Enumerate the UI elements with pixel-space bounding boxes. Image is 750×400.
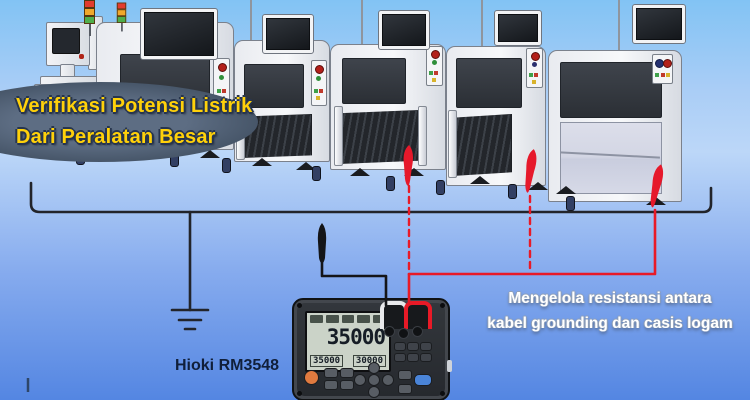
- title-bubble: [0, 82, 258, 162]
- source-terminal: [404, 301, 432, 329]
- machine-foot: [252, 158, 272, 166]
- dpad-up-button: [368, 362, 380, 374]
- machine-monitor: [378, 10, 430, 50]
- meter-button: [420, 353, 432, 362]
- machine-door: [560, 122, 662, 194]
- lcd-main-reading: 35000: [326, 325, 386, 349]
- meter-button: [407, 353, 419, 362]
- machine-foot: [436, 180, 445, 195]
- note-line-2: kabel grounding dan casis logam: [487, 315, 733, 332]
- start-button-icon: [432, 60, 437, 65]
- stack-light-icon: [116, 2, 127, 32]
- dpad-center-button: [368, 374, 380, 386]
- machine-control-panel: [526, 48, 543, 88]
- dpad-left-button: [354, 374, 366, 386]
- title-line-2: Dari Peralatan Besar: [16, 126, 216, 148]
- meter-button: [398, 384, 412, 394]
- machine-foot: [386, 176, 395, 191]
- stop-button-icon: [531, 52, 540, 61]
- dpad-down-button: [368, 386, 380, 398]
- machine-foot: [404, 168, 424, 176]
- stop-button-icon: [663, 59, 672, 68]
- machine-monitor: [140, 8, 218, 60]
- workstation-screen: [52, 28, 80, 54]
- machine-foot: [470, 176, 490, 184]
- test-probe-black-icon: [317, 223, 327, 263]
- machine-foot: [200, 150, 220, 158]
- machine-monitor: [494, 10, 542, 46]
- machine-feeder-bay: [338, 110, 420, 164]
- smt-machine-2: [234, 40, 330, 162]
- oven-machine-5: [548, 50, 682, 202]
- antenna-pole-icon: [250, 0, 252, 44]
- machine-feeder-bay: [452, 114, 512, 176]
- machine-window: [456, 58, 522, 108]
- machine-monitor: [262, 14, 314, 54]
- machine-control-panel: [426, 46, 443, 86]
- power-led-icon: [79, 54, 84, 59]
- earth-ground-icon: [170, 210, 210, 331]
- machine-foot: [296, 162, 316, 170]
- meter-button: [324, 380, 338, 390]
- meter-button: [340, 368, 354, 378]
- smt-machine-3: [330, 44, 446, 170]
- antenna-pole-icon: [618, 0, 620, 56]
- lcd-status-icons: [310, 315, 386, 323]
- stop-button-icon: [218, 63, 227, 72]
- meter-button: [420, 342, 432, 351]
- note-line-1: Mengelola resistansi antara: [508, 290, 712, 307]
- stack-light-icon: [84, 0, 95, 36]
- antenna-pole-icon: [481, 0, 483, 50]
- resistance-meter: 35000 35000 30000: [292, 298, 452, 400]
- dpad-right-button: [382, 374, 394, 386]
- meter-button: [394, 353, 406, 362]
- machine-window: [560, 62, 662, 118]
- meter-button: [394, 342, 406, 351]
- antenna-pole-icon: [361, 0, 363, 48]
- machine-foot: [566, 196, 575, 211]
- start-button-icon: [219, 75, 224, 80]
- power-button: [304, 370, 319, 385]
- meter-lcd: 35000 35000 30000: [305, 311, 391, 372]
- meter-button: [398, 370, 412, 380]
- machine-foot: [312, 166, 321, 181]
- machine-window: [342, 58, 406, 104]
- smt-machine-4: [446, 46, 546, 186]
- meter-button: [324, 368, 338, 378]
- meter-button: [407, 342, 419, 351]
- start-button-icon: [316, 76, 321, 81]
- title-line-1: Verifikasi Potensi Listrik: [16, 95, 253, 117]
- machine-window: [244, 64, 304, 108]
- meter-button: [340, 380, 354, 390]
- lcd-sub-reading-left: 35000: [310, 355, 344, 367]
- machine-control-panel: [311, 60, 327, 106]
- machine-foot: [222, 158, 231, 173]
- machine-monitor: [632, 4, 686, 44]
- machine-foot: [350, 168, 370, 176]
- mode-button-icon: [532, 62, 537, 67]
- stop-button-icon: [315, 65, 324, 74]
- stop-button-icon: [431, 50, 440, 59]
- machine-control-panel: [652, 54, 673, 84]
- machine-foot: [508, 184, 517, 199]
- enter-button: [414, 374, 432, 386]
- device-label: Hioki RM3548: [175, 357, 280, 374]
